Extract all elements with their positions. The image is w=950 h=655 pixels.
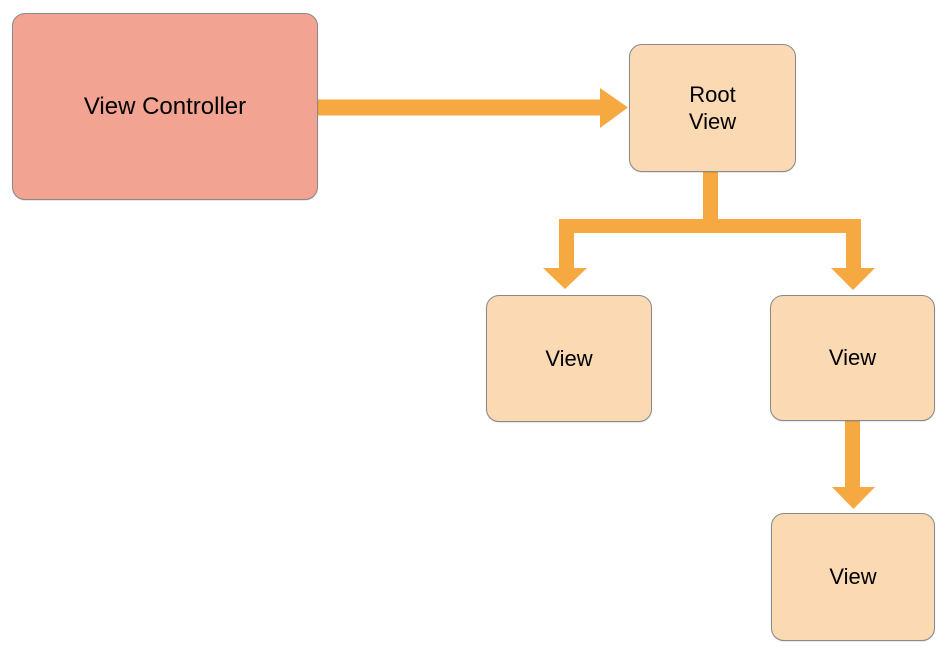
node-subview-left-label: View — [545, 345, 593, 371]
arrow-rootview-to-subviews — [543, 172, 875, 290]
node-subview-left: View — [486, 295, 652, 422]
node-subview-nested: View — [771, 513, 935, 641]
node-subview-nested-label: View — [829, 564, 877, 590]
node-view-controller: View Controller — [12, 13, 318, 200]
node-subview-right: View — [770, 295, 935, 421]
arrow-subview-to-nested-view — [832, 420, 875, 509]
arrow-controller-to-rootview — [318, 88, 628, 128]
node-root-view: Root View — [629, 44, 796, 172]
node-root-view-label: Root View — [688, 81, 737, 135]
node-subview-right-label: View — [828, 345, 877, 371]
node-view-controller-label: View Controller — [83, 92, 247, 120]
